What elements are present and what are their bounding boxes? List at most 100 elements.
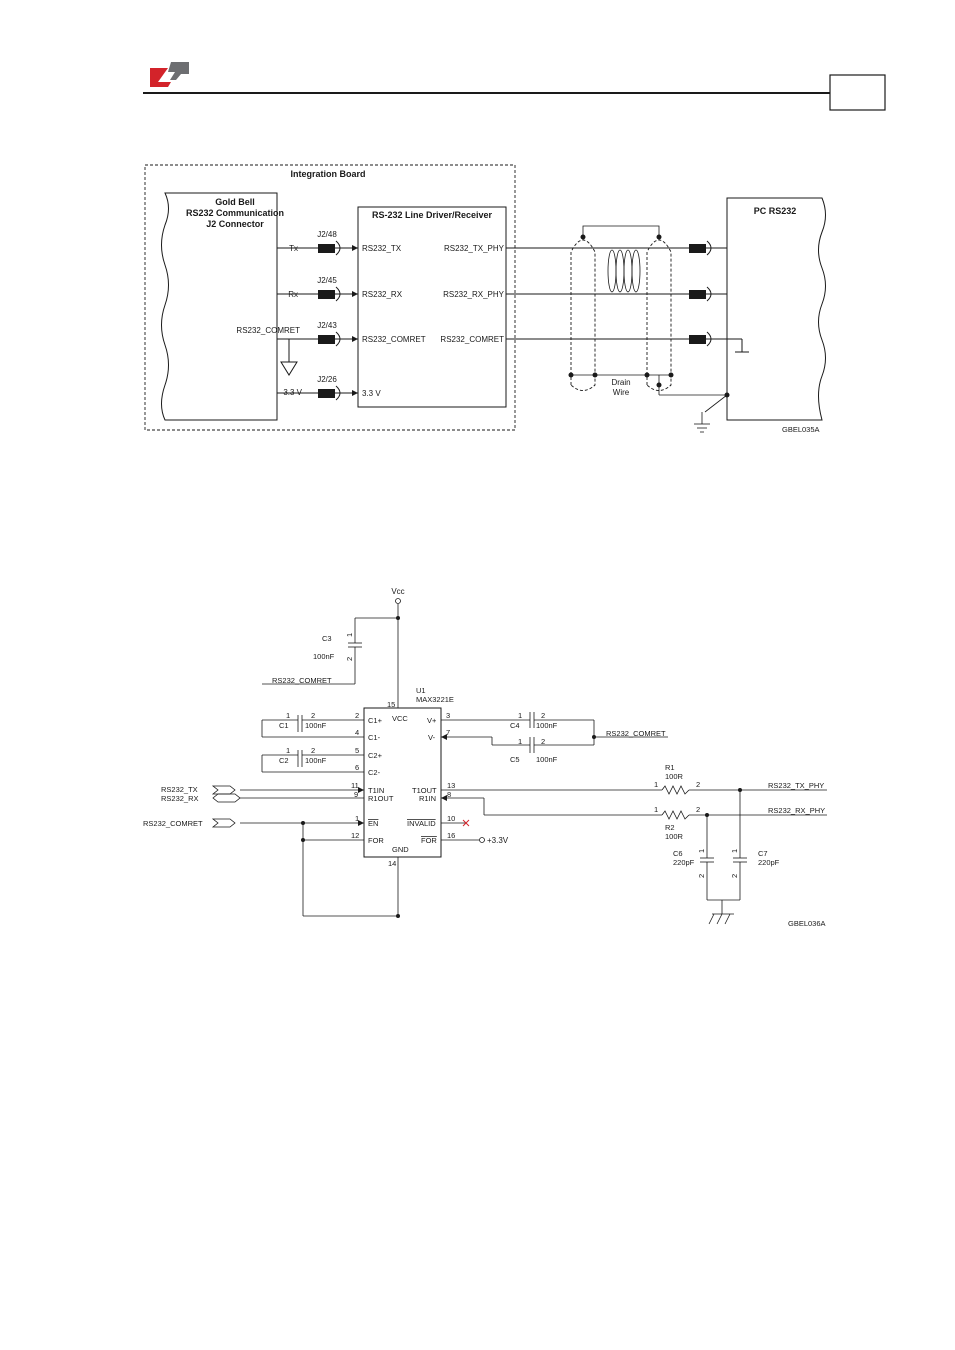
u1-pin-gnd: GND <box>392 845 409 854</box>
u1-pin-for-num: 12 <box>351 831 359 840</box>
u1-pin-c1m-num: 4 <box>355 728 359 737</box>
u1-pin-c2m-num: 6 <box>355 763 359 772</box>
capacitor-c6 <box>700 815 714 900</box>
u1-pin-en: EN <box>368 819 378 828</box>
u1-pin-r1in: R1IN <box>419 794 436 803</box>
pc-pin-comret <box>689 331 712 347</box>
u1-pin-forn: FOR <box>421 836 437 845</box>
u1-max3221e <box>363 707 442 858</box>
u1-pin-t1in-num: 11 <box>351 781 359 790</box>
c3-pin2: 2 <box>345 657 354 661</box>
u1-pin-t1out-num: 13 <box>447 781 455 790</box>
driver-out-comret: RS232_COMRET <box>440 335 504 344</box>
resistor-r2 <box>661 810 827 820</box>
c2-ref: C2 <box>279 756 289 765</box>
r1-pin1: 1 <box>654 780 658 789</box>
u1-pin-c1p: C1+ <box>368 716 383 725</box>
comret-left-label: RS232_COMRET <box>143 819 203 828</box>
driver-title: RS-232 Line Driver/Receiver <box>372 210 493 220</box>
c5-pin2: 2 <box>541 737 545 746</box>
c2-pin2: 2 <box>311 746 315 755</box>
r1-ref: R1 <box>665 763 675 772</box>
drain-wire-label-2: Wire <box>613 388 630 397</box>
pin-j2-48 <box>318 240 341 256</box>
tx-in-label: RS232_TX <box>161 785 198 794</box>
resistor-r1 <box>661 785 827 795</box>
c4-pin1: 1 <box>518 711 522 720</box>
line-driver-block <box>357 206 507 408</box>
rx-out-label: RS232_RX <box>161 794 199 803</box>
u1-pin-forn-num: 16 <box>447 831 455 840</box>
pin-j2-45 <box>318 286 341 302</box>
u1-pin-invalid: INVALID <box>407 819 436 828</box>
c6-pin2: 2 <box>697 874 706 878</box>
u1-pin-t1out: T1OUT <box>412 786 437 795</box>
c3-value: 100nF <box>313 652 335 661</box>
j2-connector-block <box>161 192 278 421</box>
u1-pin-vm-num: 7 <box>446 728 450 737</box>
u1-pin-r1in-num: 8 <box>447 790 451 799</box>
rx-phy-label: RS232_RX_PHY <box>768 806 825 815</box>
driver-out-rx-phy: RS232_RX_PHY <box>443 290 505 299</box>
pc-pin-rx <box>689 286 712 302</box>
c2-pin1: 1 <box>286 746 290 755</box>
connector-title-1: Gold Bell <box>215 197 255 207</box>
c7-ref: C7 <box>758 849 768 858</box>
integration-board-outline <box>144 164 516 431</box>
c4-pin2: 2 <box>541 711 545 720</box>
figure1-code: GBEL035A <box>782 425 820 434</box>
shielded-cable <box>568 225 727 396</box>
r1-pin2: 2 <box>696 780 700 789</box>
c7-pin1: 1 <box>730 849 739 853</box>
driver-in-tx: RS232_TX <box>362 244 402 253</box>
company-logo-icon <box>150 62 189 87</box>
r2-pin2: 2 <box>696 805 700 814</box>
figure2-code: GBEL036A <box>788 919 826 928</box>
drain-wire-label-1: Drain <box>611 378 630 387</box>
driver-in-3v3: 3.3 V <box>362 389 381 398</box>
no-connect-icon <box>462 819 470 827</box>
c4-value: 100nF <box>536 721 558 730</box>
comret-top-label: RS232_COMRET <box>272 676 332 685</box>
u1-pin-c1p-num: 2 <box>355 711 359 720</box>
c3-ref: C3 <box>322 634 332 643</box>
r2-ref: R2 <box>665 823 675 832</box>
tx-phy-label: RS232_TX_PHY <box>768 781 824 790</box>
u1-pin-vp-num: 3 <box>446 711 450 720</box>
u1-pin-invalid-num: 10 <box>447 814 455 823</box>
supply-3v3-label: +3.3V <box>487 836 509 845</box>
pin-j2-43 <box>318 331 341 347</box>
pc-rs232-block <box>726 197 826 421</box>
connector-title-3: J2 Connector <box>206 219 264 229</box>
c2-value: 100nF <box>305 756 327 765</box>
capacitor-c2 <box>261 750 337 773</box>
c5-value: 100nF <box>536 755 558 764</box>
driver-in-comret: RS232_COMRET <box>362 335 426 344</box>
pin-label-j2-26: J2/26 <box>317 375 337 384</box>
u1-pin-c2m: C2- <box>368 768 381 777</box>
u1-pin-t1in: T1IN <box>368 786 384 795</box>
c6-pin1: 1 <box>697 849 706 853</box>
u1-pin-gnd-num: 14 <box>388 859 396 868</box>
port-rs232-tx <box>211 785 236 795</box>
c7-value: 220pF <box>758 858 780 867</box>
r1-value: 100R <box>665 772 684 781</box>
u1-pin-c1m: C1- <box>368 733 381 742</box>
vcc-label: Vcc <box>391 587 404 596</box>
port-rs232-rx <box>212 793 241 803</box>
chassis-ground-icon <box>708 913 734 925</box>
integration-board-title: Integration Board <box>290 169 365 179</box>
pin-label-j2-48: J2/48 <box>317 230 337 239</box>
figure-max3221e-schematic: Vcc C3 100nF 1 2 RS232_COMRET U1 MAX3221… <box>143 587 827 928</box>
pc-rs232-title: PC RS232 <box>754 206 797 216</box>
u1-pin-r1out-num: 9 <box>354 790 358 799</box>
pin-label-j2-43: J2/43 <box>317 321 337 330</box>
r2-pin1: 1 <box>654 805 658 814</box>
c5-ref: C5 <box>510 755 520 764</box>
u1-pin-c2p: C2+ <box>368 751 383 760</box>
pin-j2-26 <box>318 385 341 401</box>
ground-symbol <box>280 361 298 376</box>
u1-pin-vcc: VCC <box>392 714 408 723</box>
c1-pin1: 1 <box>286 711 290 720</box>
u1-pin-vp: V+ <box>427 716 437 725</box>
